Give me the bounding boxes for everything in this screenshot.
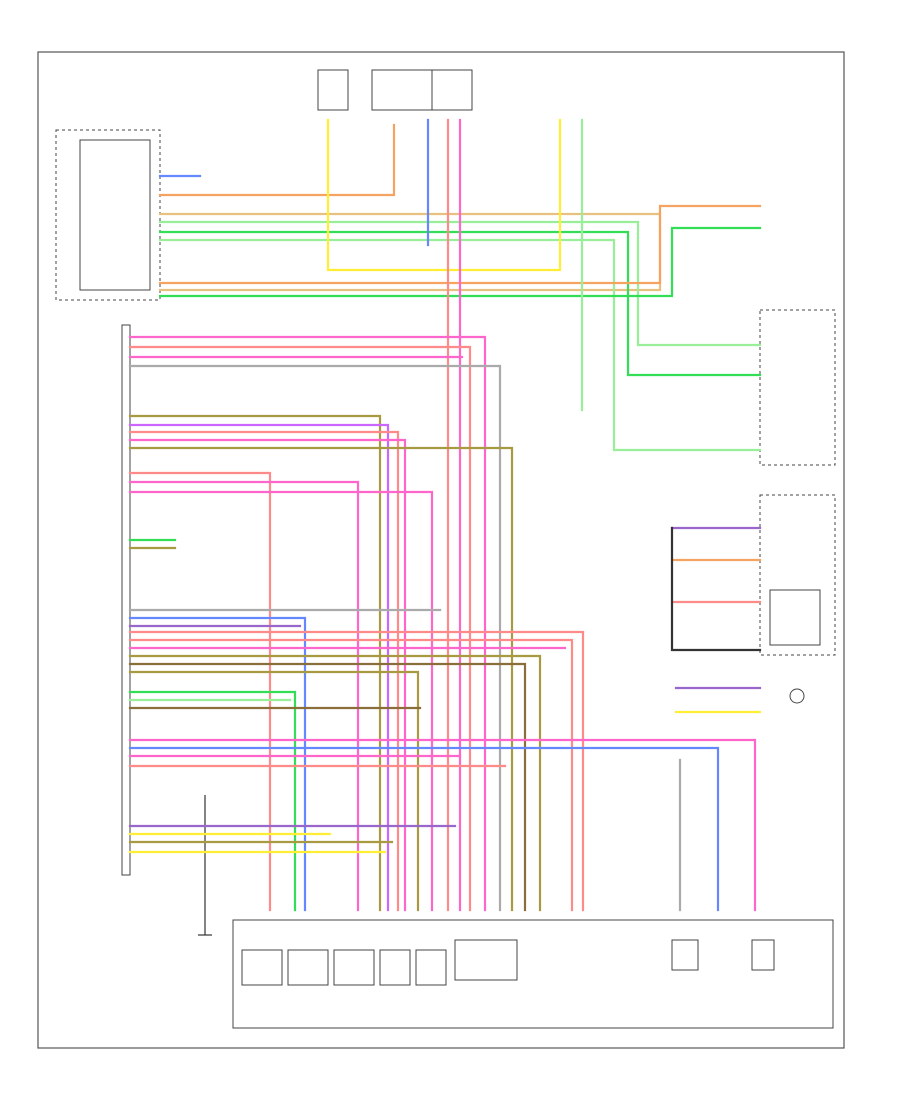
wire-red-6 xyxy=(128,638,574,912)
wire-green-1 xyxy=(158,230,762,377)
wire-violet-1 xyxy=(128,423,390,912)
wire-black-ground xyxy=(670,526,762,652)
shift-lock-block xyxy=(759,494,836,656)
wire-red-3 xyxy=(128,430,400,912)
wire-red-5 xyxy=(128,630,585,912)
valve-unit-4 xyxy=(379,949,411,986)
wire-lightgreen-2 xyxy=(158,238,762,452)
wire-green-3 xyxy=(128,690,297,912)
wire-olive-4 xyxy=(128,654,542,912)
diagram-frame xyxy=(37,51,845,1049)
wire-olive-1 xyxy=(128,414,382,912)
wire-pink-8 xyxy=(128,738,757,912)
tcm-pin-column xyxy=(121,324,131,876)
wire-green-right xyxy=(158,226,762,298)
valve-unit-5 xyxy=(415,949,447,986)
valve-unit-3 xyxy=(333,949,375,986)
valve-unit-1 xyxy=(241,949,283,986)
shift-lock-indicator xyxy=(789,688,805,704)
wire-orange-fuse xyxy=(158,123,396,197)
valve-unit-8 xyxy=(751,939,775,971)
wire-bundle xyxy=(128,118,762,912)
wire-olive-5 xyxy=(128,670,420,912)
wire-pink-2 xyxy=(128,335,487,912)
tcm-connector-inner xyxy=(79,139,151,291)
wire-red-2 xyxy=(128,345,472,912)
control-valve-block xyxy=(232,919,834,1029)
wire-pink-6 xyxy=(128,490,434,912)
pnp-switch-block xyxy=(759,309,836,466)
fuse-block-3 xyxy=(431,69,473,111)
valve-unit-7 xyxy=(671,939,699,971)
wire-pink-5 xyxy=(128,480,360,912)
wire-orange-right xyxy=(158,204,762,285)
valve-unit-6 xyxy=(454,939,518,981)
wire-red-4 xyxy=(128,471,272,912)
wire-blue-3 xyxy=(128,746,720,912)
wire-brown-1 xyxy=(128,662,527,912)
wire-yellow-top xyxy=(326,118,562,272)
fuse-block-2 xyxy=(371,69,433,111)
fuse-block-1 xyxy=(317,69,349,111)
wire-olive-2 xyxy=(128,446,514,912)
wire-grey-1 xyxy=(128,364,502,912)
wire-pink-4 xyxy=(128,438,407,912)
wire-blue-2 xyxy=(128,616,307,912)
shift-lock-solenoid xyxy=(769,589,821,646)
valve-unit-2 xyxy=(287,949,329,986)
wire-tan-loop xyxy=(158,212,662,292)
